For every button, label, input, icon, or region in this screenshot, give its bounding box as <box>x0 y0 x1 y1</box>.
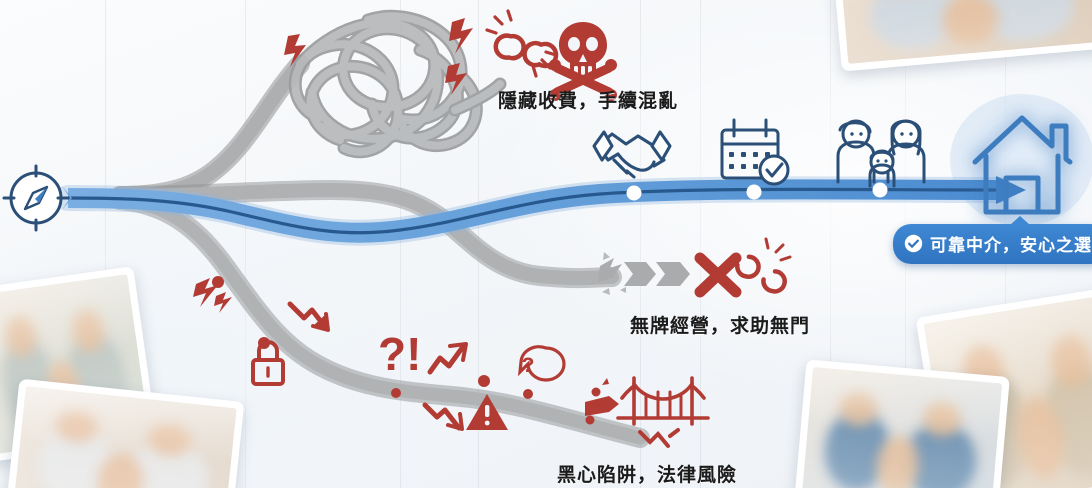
caption-unlicensed: 無牌經營，求助無門 <box>630 316 811 337</box>
up-arrow-zigzag-icon <box>427 342 468 375</box>
photo-haze <box>13 386 237 488</box>
check-circle-icon <box>904 234 923 253</box>
question-bubble-icon: ? <box>517 345 566 382</box>
gray-path-upper <box>110 54 310 206</box>
down-arrow-zigzag-2-icon <box>422 402 464 431</box>
status-badge[interactable]: 可靠中介，安心之選 <box>893 216 1092 264</box>
broken-arrow-icon <box>598 252 690 295</box>
caption-traps: 黑心陷阱，法律風險 <box>557 465 738 486</box>
broken-sign-icon <box>585 378 619 425</box>
photo-image <box>13 386 237 488</box>
svg-text:?!: ?! <box>378 328 421 380</box>
photo-bottom-center <box>794 359 1010 488</box>
family-icon <box>836 119 926 188</box>
badge-tail <box>1010 216 1030 225</box>
down-arrow-zigzag-icon <box>287 301 330 332</box>
broken-link-icon <box>735 237 792 294</box>
calendar-check-icon <box>720 118 790 186</box>
tangle-knot-icon <box>288 9 507 159</box>
photo-haze <box>801 366 1003 488</box>
red-cross-icon <box>694 252 742 298</box>
handshake-icon <box>592 130 672 179</box>
caption-hidden-fees: 隱藏收費，手續混亂 <box>498 91 679 112</box>
photo-image <box>801 366 1003 488</box>
compass-icon <box>2 164 70 232</box>
badge-label: 可靠中介，安心之選 <box>930 236 1092 255</box>
question-exclaim-icon: ?! <box>378 328 421 380</box>
svg-text:?: ? <box>522 354 535 377</box>
padlock-icon <box>251 340 285 386</box>
